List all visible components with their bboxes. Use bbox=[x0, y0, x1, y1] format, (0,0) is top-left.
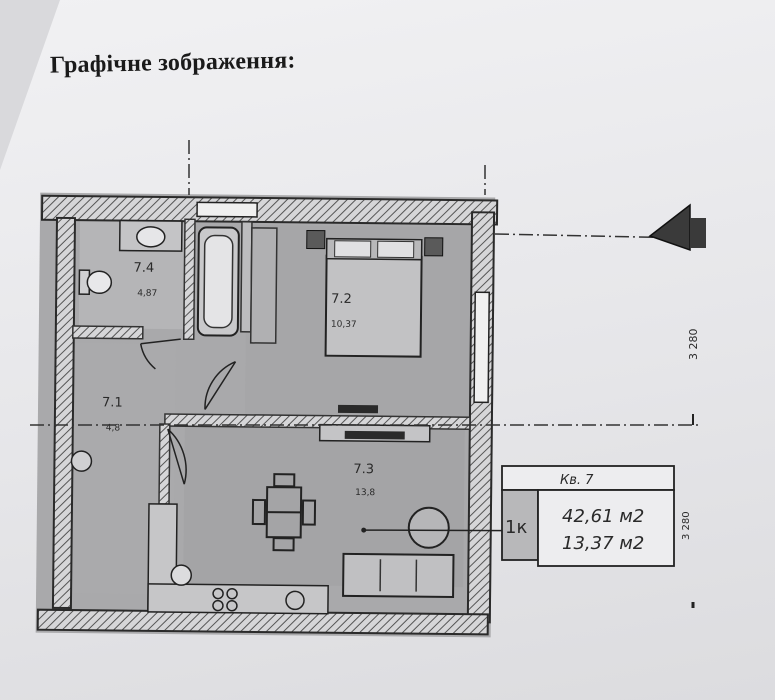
section-arrow-icon bbox=[648, 203, 691, 252]
dimension-lower: 3 280 bbox=[681, 511, 692, 540]
window-right bbox=[473, 291, 491, 404]
wardrobe bbox=[249, 227, 278, 344]
pillow-right bbox=[377, 240, 415, 259]
legend-area-box bbox=[537, 489, 675, 567]
nightstand-left bbox=[306, 229, 326, 250]
room-7-3-label: 7.3 bbox=[353, 462, 374, 477]
wall-left bbox=[51, 216, 77, 610]
legend-total-area: 42,61 м2 bbox=[562, 506, 644, 527]
sofa bbox=[342, 552, 455, 599]
kitchen-counter-bottom bbox=[147, 583, 329, 615]
wall-right bbox=[466, 211, 496, 624]
kitchen-sink bbox=[170, 564, 193, 586]
chair-left bbox=[251, 498, 267, 526]
door-swing-hall bbox=[167, 428, 187, 485]
tv bbox=[344, 430, 405, 440]
hall-fixture bbox=[70, 450, 93, 472]
coffee-table bbox=[407, 506, 450, 549]
legend-apartment: Кв. 7 bbox=[560, 473, 594, 488]
chair-right bbox=[301, 499, 317, 526]
section-arrow-cap bbox=[690, 218, 706, 248]
stove-burner-4 bbox=[226, 599, 238, 612]
door-swing-bath bbox=[139, 338, 181, 370]
legend-living-area: 13,37 м2 bbox=[562, 533, 644, 554]
apartment-legend: Кв. 7 1к 42,61 м2 13,37 м2 bbox=[501, 465, 675, 567]
chair-bottom bbox=[272, 537, 295, 552]
stove-burner-3 bbox=[212, 599, 224, 612]
wall-top bbox=[40, 194, 499, 226]
room-7-4-area: 4,87 bbox=[137, 289, 157, 299]
legend-rooms-count: 1к bbox=[505, 517, 527, 538]
room-7-2-label: 7.2 bbox=[331, 292, 352, 307]
window-top bbox=[196, 201, 258, 218]
living-room-floor bbox=[183, 419, 465, 588]
room-7-1-area: 4,8 bbox=[106, 423, 121, 433]
tv-back bbox=[337, 404, 379, 414]
wall-hall-right bbox=[158, 423, 171, 505]
toilet bbox=[86, 270, 113, 295]
washer bbox=[285, 590, 305, 611]
chair-top bbox=[273, 473, 296, 488]
pillow-left bbox=[334, 240, 372, 258]
dimension-upper: 3 280 bbox=[687, 329, 700, 361]
room-7-2-area: 10,37 bbox=[331, 320, 357, 330]
sink bbox=[136, 226, 166, 248]
room-7-3-area: 13,8 bbox=[355, 488, 375, 498]
bathtub-inner bbox=[203, 234, 234, 329]
stove-burner-2 bbox=[226, 587, 238, 600]
room-7-4-label: 7.4 bbox=[133, 261, 154, 276]
nightstand-right bbox=[424, 237, 444, 257]
legend-rooms-box bbox=[501, 489, 539, 561]
door-swing-bedroom bbox=[204, 361, 237, 410]
wall-bath-bottom bbox=[71, 325, 144, 340]
leader-line bbox=[363, 529, 509, 532]
room-7-1-label: 7.1 bbox=[102, 395, 123, 410]
stove-burner-1 bbox=[212, 587, 224, 600]
leader-dot bbox=[361, 527, 367, 533]
wall-bath-right bbox=[182, 218, 196, 341]
